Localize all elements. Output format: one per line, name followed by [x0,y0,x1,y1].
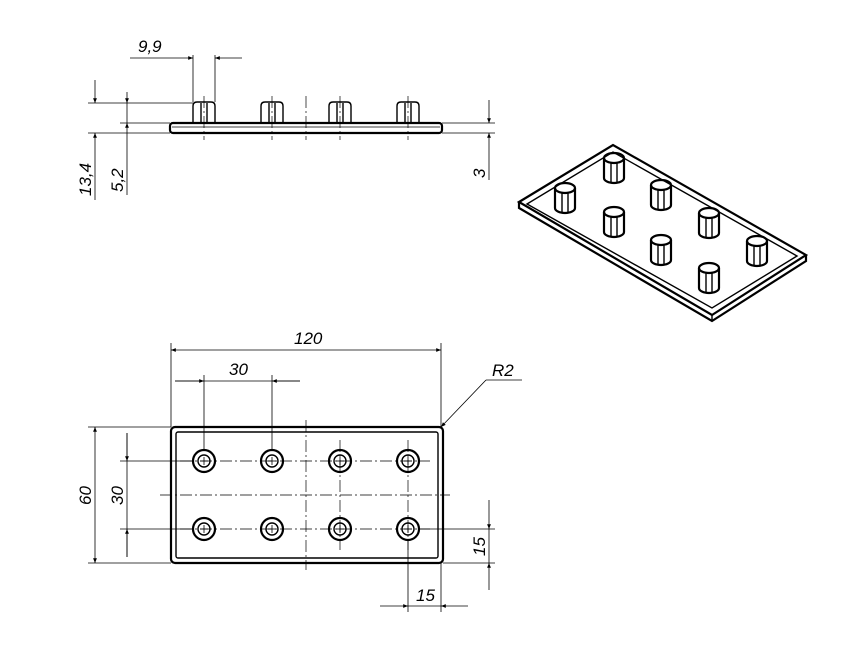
iso-pins [553,151,769,295]
dim-edge-x: 15 [416,586,435,605]
dim-pin-width: 9,9 [138,37,162,56]
dim-plate-to-pin: 5,2 [108,168,127,192]
dim-width: 60 [76,486,95,505]
dim-length: 120 [294,329,323,348]
dim-total-height: 13,4 [76,163,95,196]
isometric-view [516,143,809,323]
dim-thickness: 3 [470,168,489,178]
dim-radius: R2 [492,361,514,380]
dim-edge-y: 15 [470,537,489,556]
dim-pitch-x: 30 [229,360,248,379]
top-view: 120 30 R2 60 30 15 [76,329,522,612]
dim-pitch-y: 30 [108,486,127,505]
side-pins [192,101,420,123]
side-view: 9,9 13,4 5,2 3 [76,37,495,200]
